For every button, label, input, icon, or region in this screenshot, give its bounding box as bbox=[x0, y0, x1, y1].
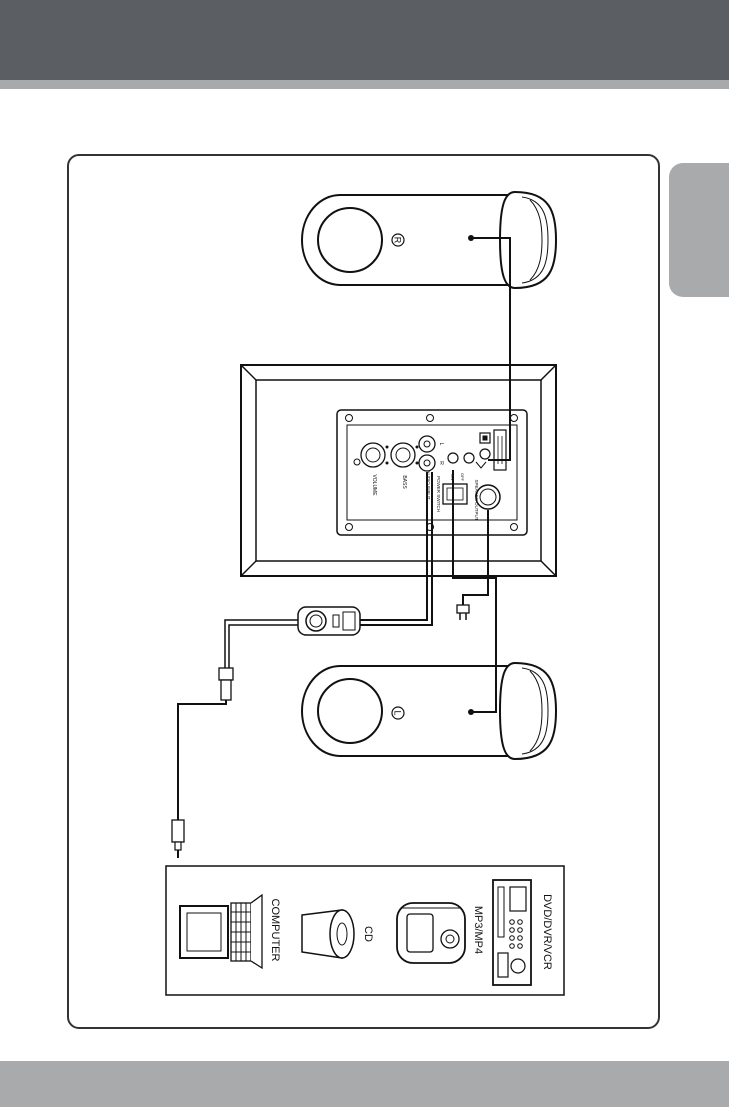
power-switch-label: POWER SWITCH bbox=[436, 476, 441, 512]
computer-label: COMPUTER bbox=[269, 899, 281, 962]
dvd-player-icon bbox=[493, 880, 531, 985]
source-devices: COMPUTER CD MP3/MP4 bbox=[166, 866, 564, 995]
bass-label: BASS bbox=[401, 475, 407, 489]
inline-volume-control bbox=[298, 607, 360, 635]
left-speaker-label: L bbox=[393, 710, 403, 715]
speaker-driver bbox=[318, 679, 382, 743]
cd-icon bbox=[302, 910, 354, 958]
speaker-driver bbox=[318, 208, 382, 272]
input-r-label: R bbox=[438, 461, 444, 465]
dvd-label: DVD/DVR/VCR bbox=[541, 894, 553, 970]
input-l-label: L bbox=[438, 443, 444, 446]
mp3-label: MP3/MP4 bbox=[472, 906, 484, 954]
left-speaker: L bbox=[302, 663, 556, 759]
audio-jack-plug bbox=[172, 820, 184, 858]
power-plug bbox=[457, 605, 469, 620]
mp3-player-icon bbox=[397, 903, 465, 963]
speaker-output-label: SPEAKER OUTPUT bbox=[474, 479, 479, 520]
computer-icon bbox=[180, 895, 262, 968]
subwoofer-unit: VOLUME BASS L R AUDIO INPUT bbox=[241, 365, 556, 576]
power-off-label: OFF bbox=[460, 473, 465, 482]
volume-label: VOLUME bbox=[371, 474, 377, 496]
right-speaker-label: R bbox=[393, 237, 403, 244]
source-cable bbox=[178, 620, 298, 820]
cd-label: CD bbox=[362, 926, 374, 942]
right-speaker: R bbox=[302, 192, 556, 288]
